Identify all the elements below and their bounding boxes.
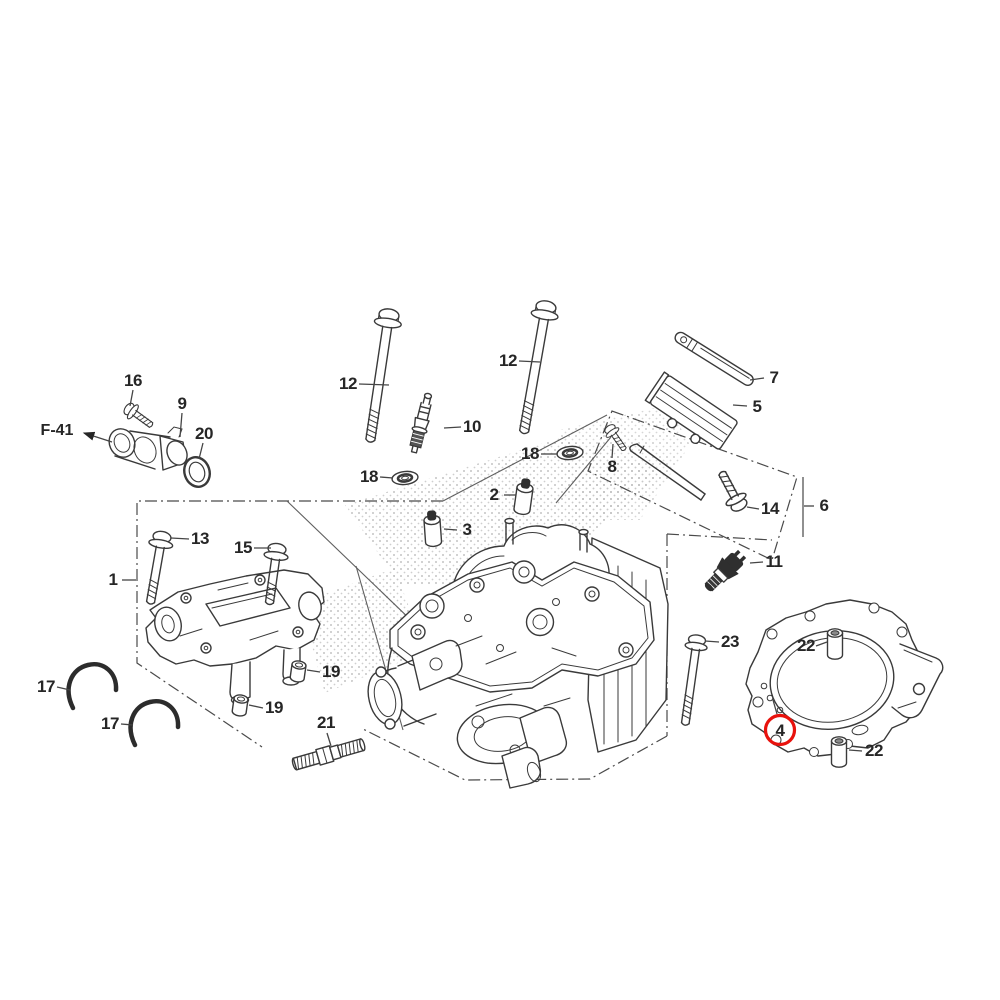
part-23-bolt bbox=[673, 632, 710, 728]
leader-line-5-15 bbox=[732, 404, 748, 407]
callout-5-15[interactable]: 5 bbox=[752, 397, 762, 416]
callout-10-5[interactable]: 10 bbox=[463, 417, 481, 436]
callout-12-7[interactable]: 12 bbox=[499, 351, 517, 370]
part-19-dowel-upper bbox=[289, 659, 308, 684]
callout-16-0[interactable]: 16 bbox=[124, 371, 142, 390]
leader-line-12-4 bbox=[358, 383, 390, 386]
part-22-dowel-upper bbox=[826, 628, 844, 660]
leader-line-22-21 bbox=[815, 641, 828, 647]
part-9-water-pipe bbox=[108, 426, 188, 471]
leader-line-7-14 bbox=[749, 377, 765, 381]
leader-line-16-0 bbox=[129, 389, 134, 407]
leader-line-9-1 bbox=[179, 412, 183, 438]
callout-18-8[interactable]: 18 bbox=[521, 444, 539, 463]
leader-line-12-7 bbox=[518, 360, 541, 363]
part-1-camshaft-holder bbox=[145, 569, 325, 705]
callout-19-26[interactable]: 19 bbox=[265, 698, 283, 717]
part-22-dowel-lower bbox=[830, 736, 848, 768]
callout-21-27[interactable]: 21 bbox=[317, 713, 335, 732]
callout-12-4[interactable]: 12 bbox=[339, 374, 357, 393]
part-7-rod bbox=[674, 331, 754, 386]
part-5-tensioner-plate bbox=[644, 371, 738, 450]
part-6-shaft bbox=[629, 443, 706, 501]
leader-line-20-3 bbox=[198, 442, 204, 460]
leader-line-3-10 bbox=[443, 528, 458, 531]
callout-22-21[interactable]: 22 bbox=[797, 636, 815, 655]
leader-line-22-22 bbox=[848, 749, 863, 752]
part-17-arc-seal-upper bbox=[66, 661, 119, 711]
part-20-o-ring bbox=[183, 456, 211, 488]
callout-2-9[interactable]: 2 bbox=[489, 485, 499, 504]
callout-13-11[interactable]: 13 bbox=[191, 529, 209, 548]
leader-line-19-25 bbox=[306, 669, 321, 673]
leader-line-19-26 bbox=[248, 704, 264, 709]
leader-line-8-16 bbox=[611, 443, 614, 459]
part-17-arc-seal-lower bbox=[128, 698, 181, 748]
callout-14-17[interactable]: 14 bbox=[761, 499, 779, 518]
callout-23-20[interactable]: 23 bbox=[721, 632, 739, 651]
callout-22-22[interactable]: 22 bbox=[865, 741, 883, 760]
callout-20-3[interactable]: 20 bbox=[195, 424, 213, 443]
leader-line-4-28 bbox=[772, 699, 778, 715]
leader-lines bbox=[56, 360, 863, 752]
callout-15-12[interactable]: 15 bbox=[234, 538, 252, 557]
part-11-sensor bbox=[704, 549, 747, 592]
leader-line-18-6 bbox=[379, 476, 394, 479]
callout-11-19[interactable]: 11 bbox=[765, 552, 783, 571]
part-19-dowel-lower bbox=[231, 693, 250, 718]
part-16-bolt bbox=[120, 399, 158, 434]
part-13-bolt bbox=[137, 528, 176, 607]
callout-19-25[interactable]: 19 bbox=[322, 662, 340, 681]
group-box-part6 bbox=[587, 410, 798, 561]
part-21-stud bbox=[291, 738, 366, 771]
cylinder-head bbox=[367, 517, 669, 789]
callout-17-24[interactable]: 17 bbox=[101, 714, 119, 733]
leader-line-23-20 bbox=[704, 640, 720, 643]
highlight-ring-part-4 bbox=[763, 713, 797, 747]
callout-3-10[interactable]: 3 bbox=[462, 520, 472, 539]
callout-f-41-2[interactable]: F-41 bbox=[40, 422, 74, 439]
callout-4-28[interactable]: 4 bbox=[775, 721, 785, 740]
leader-line-17-24 bbox=[120, 723, 134, 726]
callout-9-1[interactable]: 9 bbox=[177, 394, 187, 413]
part-12-bolt-left bbox=[355, 306, 404, 445]
leader-line-13-11 bbox=[170, 537, 190, 540]
leader-line-f-41-2 bbox=[82, 431, 113, 443]
callout-18-6[interactable]: 18 bbox=[360, 467, 378, 486]
stipple-shading bbox=[300, 405, 690, 693]
callout-1-13[interactable]: 1 bbox=[108, 570, 118, 589]
leader-line-17-23 bbox=[56, 686, 71, 691]
leader-line-14-17 bbox=[746, 506, 760, 510]
callout-7-14[interactable]: 7 bbox=[769, 368, 779, 387]
callout-17-23[interactable]: 17 bbox=[37, 677, 55, 696]
leader-line-11-19 bbox=[749, 561, 764, 564]
callout-6-18[interactable]: 6 bbox=[819, 496, 829, 515]
callout-8-16[interactable]: 8 bbox=[607, 457, 617, 476]
part-10-spark-plug bbox=[409, 392, 433, 454]
part-14-bolt bbox=[711, 466, 752, 516]
part-12-bolt-right bbox=[509, 298, 562, 437]
leader-line-10-5 bbox=[443, 426, 462, 429]
leader-line-21-27 bbox=[326, 732, 332, 747]
